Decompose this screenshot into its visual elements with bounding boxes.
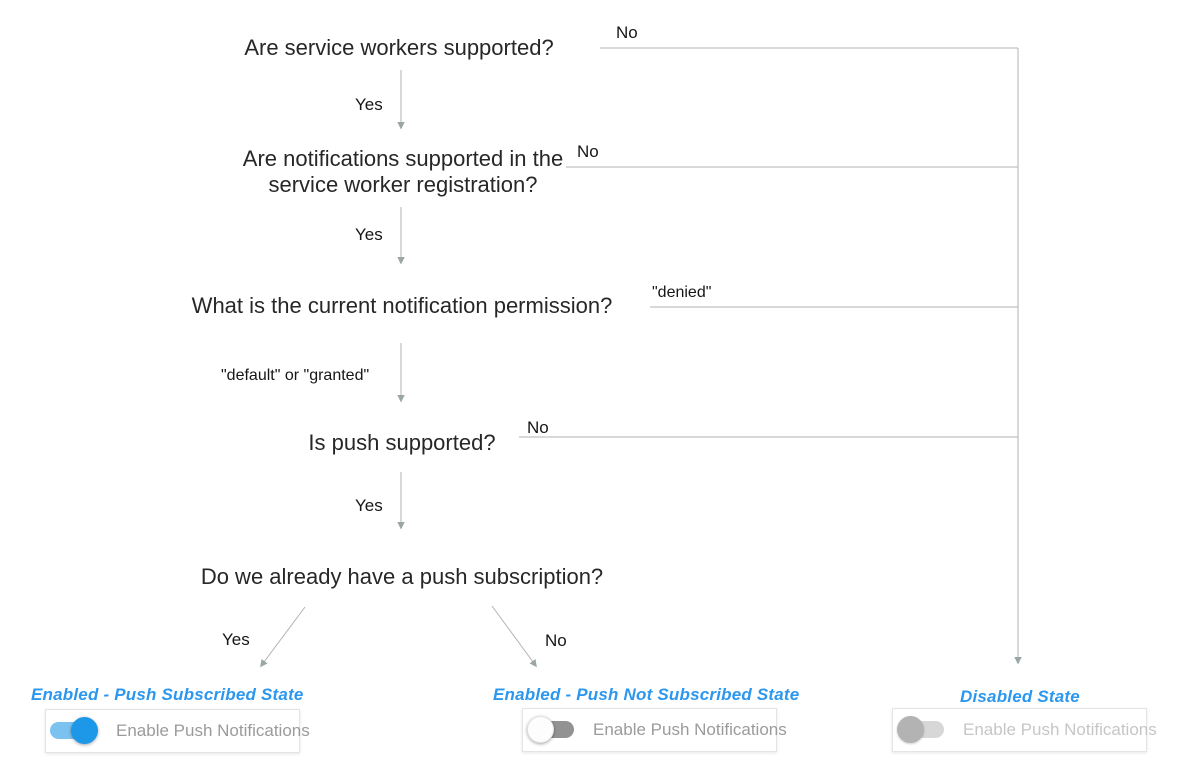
edge-q5-no xyxy=(491,605,537,668)
switch-knob xyxy=(527,716,554,743)
push-card-not-subscribed: Enable Push Notifications xyxy=(522,708,787,752)
question-existing-subscription: Do we already have a push subscription? xyxy=(200,564,604,589)
state-label-disabled: Disabled State xyxy=(960,687,1080,706)
branch-label-q1-no: No xyxy=(616,23,638,42)
branch-label-q4-yes: Yes xyxy=(355,496,383,515)
branch-label-q1-yes: Yes xyxy=(355,95,383,114)
state-label-push-not-subscribed: Enabled - Push Not Subscribed State xyxy=(493,685,800,704)
branch-label-q3-denied: "denied" xyxy=(652,284,712,301)
switch-knob xyxy=(897,716,924,743)
branch-label-q2-no: No xyxy=(577,142,599,161)
enable-push-label: Enable Push Notifications xyxy=(593,720,787,739)
edge-q5-yes xyxy=(260,606,306,668)
enable-push-label: Enable Push Notifications xyxy=(963,720,1157,739)
question-notification-permission: What is the current notification permiss… xyxy=(191,293,613,318)
switch-knob xyxy=(71,717,98,744)
question-notifications-supported: Are notifications supported in the servi… xyxy=(242,146,564,197)
push-card-subscribed: Enable Push Notifications xyxy=(45,709,310,753)
branch-label-q5-yes: Yes xyxy=(222,630,250,649)
branch-label-q5-no: No xyxy=(545,631,567,650)
branch-label-q4-no: No xyxy=(527,418,549,437)
enable-push-label: Enable Push Notifications xyxy=(116,721,310,740)
state-label-push-subscribed: Enabled - Push Subscribed State xyxy=(31,685,304,704)
push-toggle-on[interactable] xyxy=(50,717,98,745)
push-toggle-disabled xyxy=(897,716,945,744)
push-card-disabled: Enable Push Notifications xyxy=(892,708,1157,752)
question-service-workers: Are service workers supported? xyxy=(244,35,554,60)
push-toggle-off[interactable] xyxy=(527,716,575,744)
branch-label-q3-default-granted: "default" or "granted" xyxy=(221,367,370,384)
branch-label-q2-yes: Yes xyxy=(355,225,383,244)
question-push-supported: Is push supported? xyxy=(308,430,496,455)
